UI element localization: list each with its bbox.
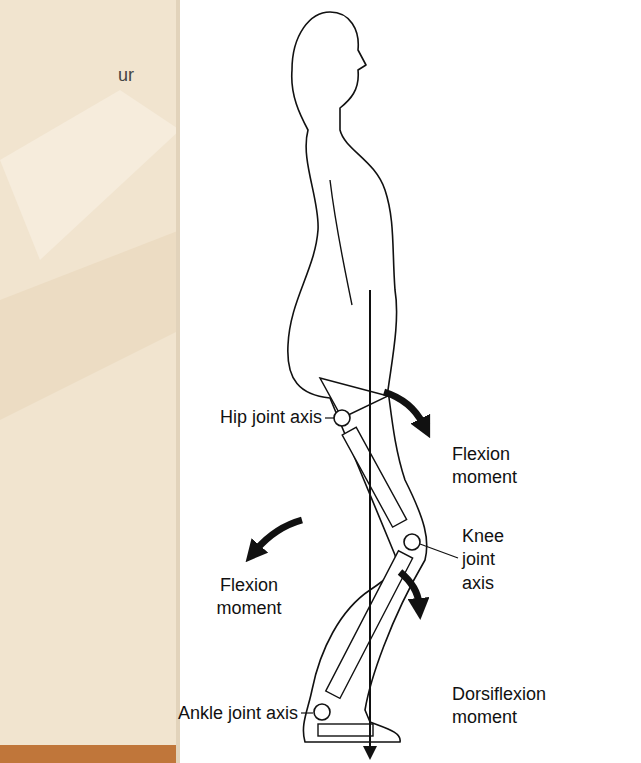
text-label: Dorsiflexion moment xyxy=(452,683,572,730)
knee-joint-axis xyxy=(404,534,420,550)
text-label: Flexion moment xyxy=(452,443,537,490)
leader-line xyxy=(420,544,458,558)
background-shape xyxy=(0,90,180,260)
panel xyxy=(180,0,641,763)
panel-shadow xyxy=(176,0,180,763)
text-label: ur xyxy=(118,64,178,87)
pelvis-segment xyxy=(320,378,388,418)
hip-joint-axis xyxy=(334,410,350,426)
leader-line xyxy=(325,417,334,418)
moment-arrow xyxy=(384,392,423,424)
arm-outline xyxy=(330,180,352,305)
text-label: Hip joint axis xyxy=(150,406,322,429)
background-shape xyxy=(0,230,180,420)
text-label: Flexion moment xyxy=(205,574,293,621)
thigh-segment xyxy=(342,427,406,527)
text-label: Ankle joint axis xyxy=(100,702,298,725)
moment-arrow xyxy=(256,520,302,550)
body-outline xyxy=(288,12,427,742)
ankle-joint-axis xyxy=(314,704,330,720)
gravity-line xyxy=(369,290,371,756)
leader-line xyxy=(301,712,313,713)
text-label: Knee joint axis xyxy=(462,525,522,595)
foot-segment xyxy=(318,724,373,736)
moment-arrow xyxy=(400,572,419,604)
